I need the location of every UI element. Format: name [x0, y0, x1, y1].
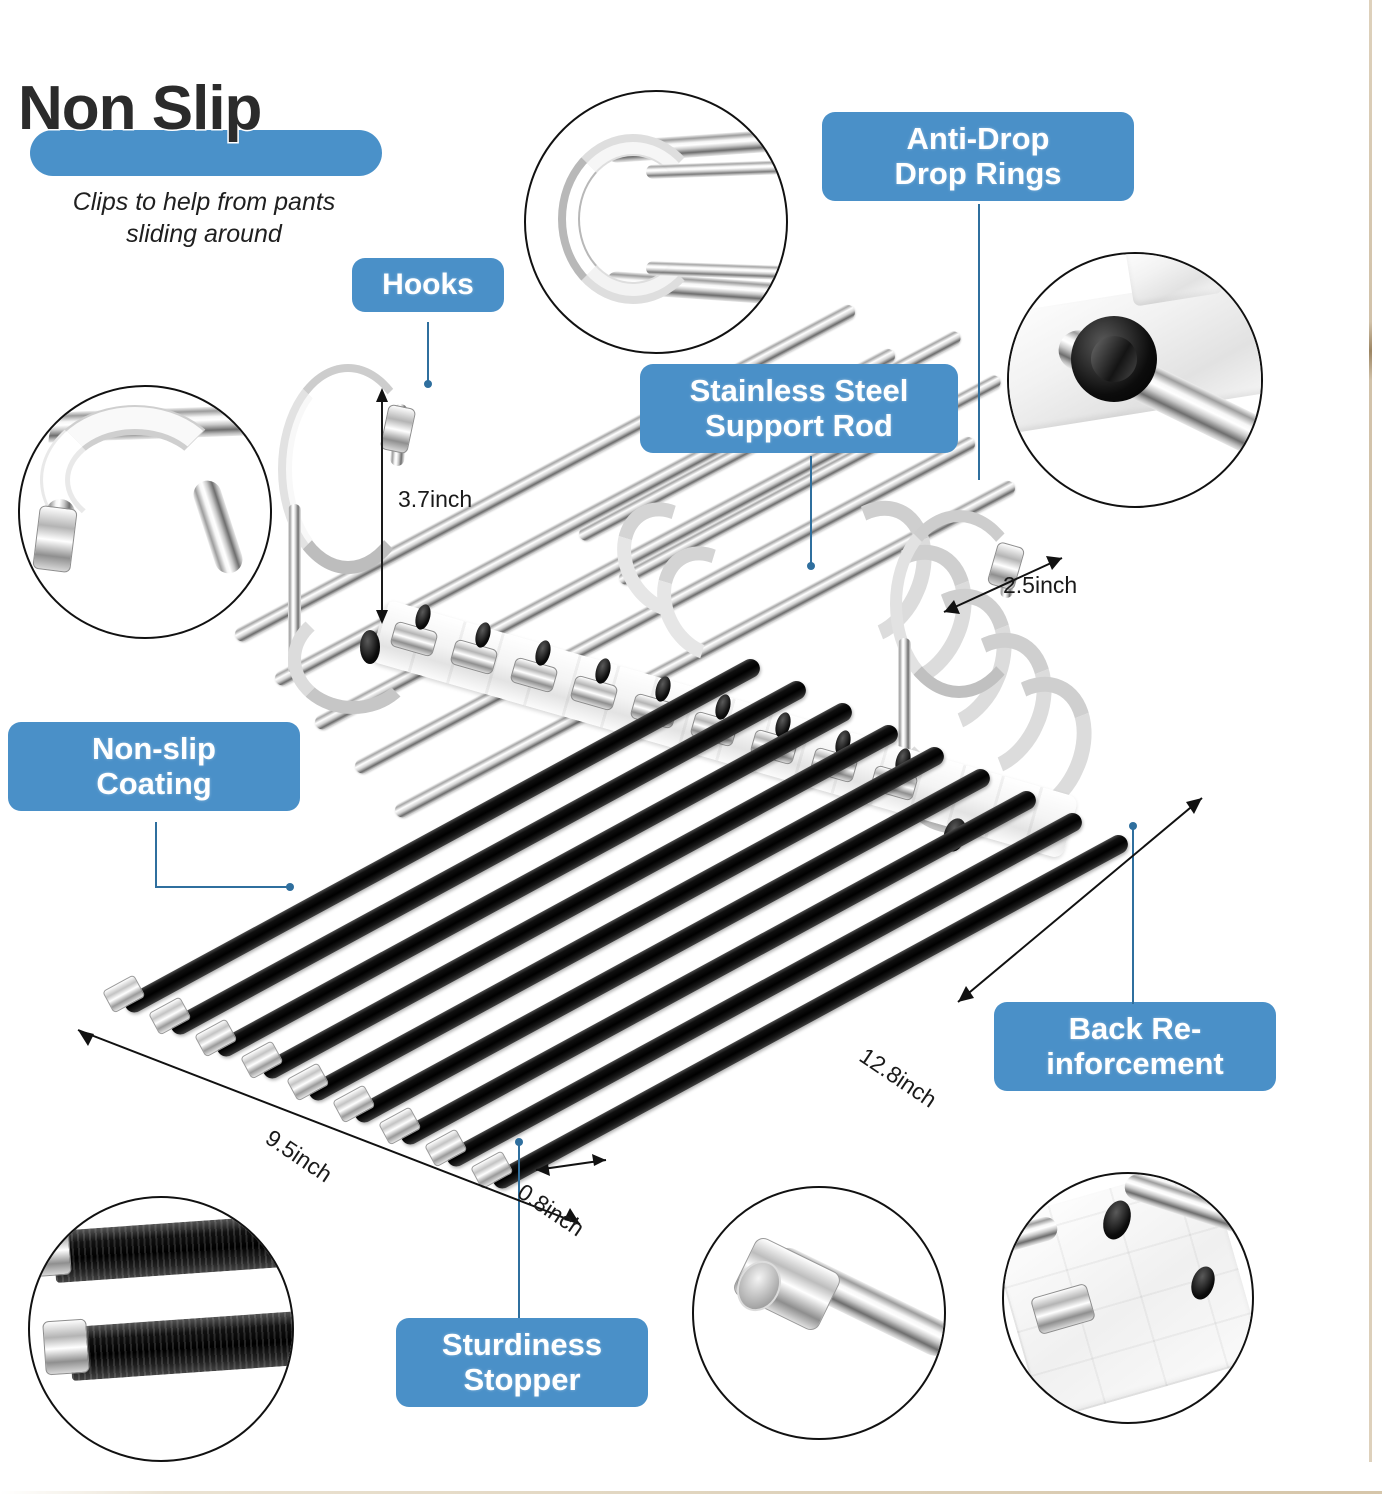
- ribbed-coating-lower: [68, 1308, 292, 1382]
- page-title: Non Slip: [17, 74, 264, 143]
- anti-drop-ring-bore: [1091, 336, 1137, 382]
- frame-edge-bottom: [0, 1491, 1382, 1494]
- label-back-reinforcement[interactable]: Back Re- inforcement: [994, 1002, 1276, 1091]
- non-slip-coating-detail-circle: [28, 1196, 294, 1462]
- label-support-rod-line-2: Support Rod: [705, 408, 893, 444]
- label-non-slip-coating[interactable]: Non-slip Coating: [8, 722, 300, 811]
- dimension-arrow-bar-spacing: [535, 1154, 607, 1176]
- coating-lower-endcap-icon: [42, 1318, 90, 1376]
- label-sturdiness-line-2: Stopper: [463, 1362, 581, 1398]
- leader-dot-non-slip: [286, 883, 294, 891]
- dimension-arrow-hook-opening: [943, 556, 1063, 614]
- support-rod-bend-detail-circle: [524, 90, 788, 354]
- leader-dot-back-reinforcement: [1129, 822, 1137, 830]
- label-hooks[interactable]: Hooks: [352, 258, 504, 313]
- back-reinforcement-detail-circle: [1002, 1172, 1254, 1424]
- dimension-hook-opening: 2.5inch: [1003, 572, 1078, 598]
- dimension-guide-rack-width: [77, 1029, 581, 1225]
- dimension-guide-bar-length: [957, 797, 1203, 1003]
- label-back-reinforcement-line-2: inforcement: [1046, 1046, 1224, 1082]
- headline-block: Non Slip: [17, 74, 438, 176]
- label-hooks-line-1: Hooks: [382, 268, 474, 301]
- headline-highlight-bar: [30, 130, 382, 176]
- leader-back-reinforcement: [1132, 826, 1134, 1004]
- label-support-rod-line-1: Stainless Steel: [689, 373, 909, 408]
- leader-dot-hooks: [424, 380, 432, 388]
- leader-dot-sturdiness-stopper: [515, 1138, 523, 1146]
- label-anti-drop-rings[interactable]: Anti-Drop Drop Rings: [822, 112, 1134, 201]
- hook-anchor-oring: [360, 630, 380, 664]
- leader-sturdiness-stopper: [518, 1142, 520, 1318]
- label-back-reinforcement-line-1: Back Re-: [1068, 1011, 1202, 1046]
- label-support-rod[interactable]: Stainless Steel Support Rod: [640, 364, 958, 453]
- non-slip-bar: [121, 655, 764, 1016]
- product-illustration: [60, 302, 1300, 1230]
- anti-drop-ring-detail-circle: [1007, 252, 1263, 508]
- dimension-hook-height: 3.7inch: [398, 486, 473, 512]
- hook-big-arc-highlight: [286, 372, 410, 566]
- leader-support-rod: [810, 456, 812, 566]
- label-anti-drop-line-2: Drop Rings: [894, 156, 1062, 192]
- label-sturdiness-stopper[interactable]: Sturdiness Stopper: [396, 1318, 648, 1407]
- dimension-arrows-hook-height: [376, 388, 388, 624]
- label-sturdiness-line-1: Sturdiness: [441, 1327, 603, 1362]
- leader-non-slip-vertical: [155, 822, 157, 888]
- dimension-line-hook-height: [381, 392, 383, 620]
- leader-dot-support-rod: [807, 562, 815, 570]
- subtitle-line-2: sliding around: [126, 220, 282, 248]
- leader-anti-drop-rings: [978, 204, 980, 480]
- leader-non-slip-horizontal: [155, 886, 290, 888]
- stopper-detail-circle: [692, 1186, 946, 1440]
- label-non-slip-line-2: Coating: [96, 766, 212, 802]
- non-slip-bar: [213, 699, 856, 1060]
- label-anti-drop-line-1: Anti-Drop: [906, 121, 1050, 156]
- coating-upper-endcap-icon: [30, 1222, 72, 1278]
- label-non-slip-line-1: Non-slip: [92, 731, 216, 766]
- frame-edge-right: [1369, 0, 1372, 1462]
- subtitle-line-1: Clips to help from pants: [72, 188, 336, 216]
- hook-tip-detail-circle: [18, 385, 272, 639]
- leader-hooks: [427, 322, 429, 384]
- headline-subtitle: Clips to help from pants sliding around: [14, 186, 394, 250]
